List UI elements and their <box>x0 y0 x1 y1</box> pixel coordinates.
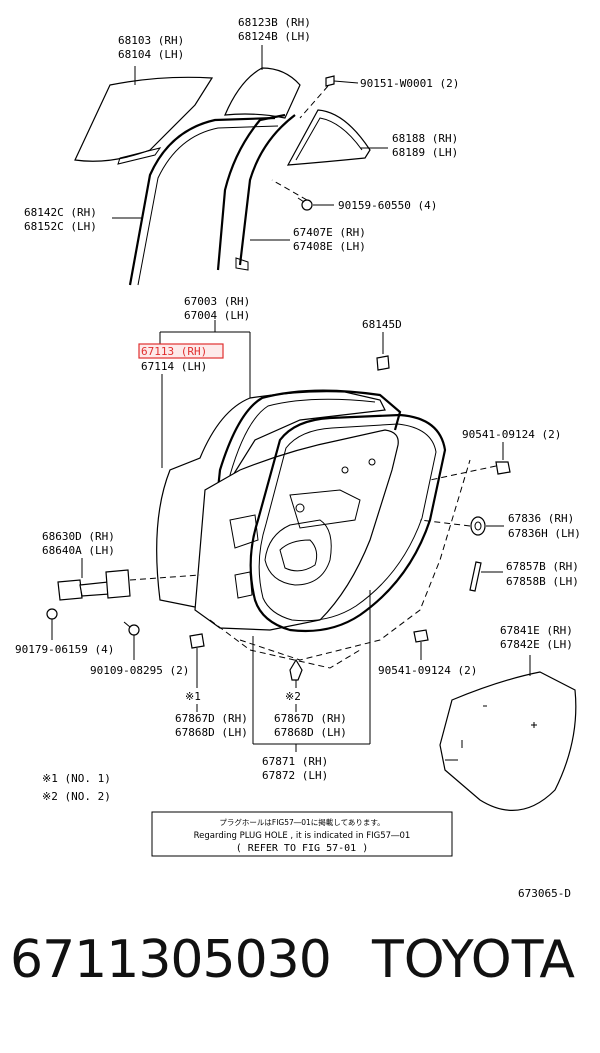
footer: 6711305030 TOYOTA <box>0 930 600 1020</box>
label-68123B: 68123B (RH) <box>238 16 311 29</box>
plug-68145D <box>376 355 390 371</box>
label-67867D-a: 67867D (RH) <box>175 712 248 725</box>
door-glass <box>74 76 214 162</box>
division-bar <box>216 113 286 271</box>
label-68142C: 68142C (RH) <box>24 206 97 219</box>
label-68189: 68189 (LH) <box>392 146 458 159</box>
label-90179: 90179-06159 (4) <box>15 643 114 656</box>
label-67836H: 67836H (LH) <box>508 527 581 540</box>
label-67003: 67003 (RH) <box>184 295 250 308</box>
label-67871: 67871 (RH) <box>262 755 328 768</box>
label-90109: 90109-08295 (2) <box>90 664 189 677</box>
label-67857B: 67857B (RH) <box>506 560 579 573</box>
label-67868D-a: 67868D (LH) <box>175 726 248 739</box>
clip-90541-lower <box>413 629 429 643</box>
note-no1: ※1 (NO. 1) <box>42 772 111 785</box>
label-67113: 67113 (RH) <box>141 345 207 358</box>
label-67868D-b: 67868D (LH) <box>274 726 347 739</box>
division-bar-rear <box>238 114 296 266</box>
label-68630D: 68630D (RH) <box>42 530 115 543</box>
clip-67867D-1 <box>189 633 205 649</box>
clip-67867D-2 <box>289 658 303 681</box>
label-67842E: 67842E (LH) <box>500 638 573 651</box>
mark-1: ※1 <box>185 690 201 703</box>
bolt-90179 <box>46 608 58 620</box>
leader-90151 <box>333 80 359 84</box>
clip-90151 <box>325 75 335 87</box>
label-68103: 68103 (RH) <box>118 34 184 47</box>
label-67407E: 67407E (RH) <box>293 226 366 239</box>
label-68104: 68104 (LH) <box>118 48 184 61</box>
note-line-en: Regarding PLUG HOLE , it is indicated in… <box>194 831 411 841</box>
trim-outline-dashed <box>239 459 471 661</box>
reference-note-box <box>151 811 453 857</box>
label-67858B: 67858B (LH) <box>506 575 579 588</box>
parts-diagram: 68103 (RH) 68104 (LH) 68123B (RH) 68124B… <box>15 16 581 900</box>
glass-run-channel <box>128 116 276 286</box>
mark-2: ※2 <box>285 690 301 703</box>
part-number: 6711305030 <box>10 930 332 990</box>
label-67872: 67872 (LH) <box>262 769 328 782</box>
door-inner-panel <box>194 429 399 631</box>
label-67408E: 67408E (LH) <box>293 240 366 253</box>
seal-67857B <box>469 561 482 592</box>
label-68152C: 68152C (LH) <box>24 220 97 233</box>
label-67867D-b: 67867D (RH) <box>274 712 347 725</box>
quarter-glass <box>286 109 371 166</box>
bolt-90109 <box>128 624 140 636</box>
note-no2: ※2 (NO. 2) <box>42 790 111 803</box>
label-67114: 67114 (LH) <box>141 360 207 373</box>
service-hole-cover <box>439 671 577 811</box>
clip-90541-upper <box>495 461 511 475</box>
diagram-id: 673065-D <box>518 887 571 900</box>
door-hinge <box>57 579 83 601</box>
glass-bracket <box>117 147 162 165</box>
service-hole <box>264 519 332 586</box>
label-67836: 67836 (RH) <box>508 512 574 525</box>
label-67841E: 67841E (RH) <box>500 624 573 637</box>
grommet-67836 <box>470 516 486 536</box>
label-68640A: 68640A (LH) <box>42 544 115 557</box>
highlight-67113 <box>138 343 224 359</box>
window-frame <box>224 67 301 119</box>
label-90159: 90159-60550 (4) <box>338 199 437 212</box>
label-90151: 90151-W0001 (2) <box>360 77 459 90</box>
label-90541-upper: 90541-09124 (2) <box>462 428 561 441</box>
label-68145D: 68145D <box>362 318 402 331</box>
label-68188: 68188 (RH) <box>392 132 458 145</box>
note-line-jp: プラグホールはFIG57―01に掲載してあります。 <box>219 817 384 827</box>
brand-name: TOYOTA <box>372 930 575 990</box>
label-68124B: 68124B (LH) <box>238 30 311 43</box>
label-67004: 67004 (LH) <box>184 309 250 322</box>
note-line-ref: ( REFER TO FIG 57-01 ) <box>236 843 368 854</box>
door-weatherstrip <box>249 413 447 633</box>
door-sash <box>203 389 402 613</box>
label-90541-lower: 90541-09124 (2) <box>378 664 477 677</box>
dash-90151 <box>299 85 329 119</box>
